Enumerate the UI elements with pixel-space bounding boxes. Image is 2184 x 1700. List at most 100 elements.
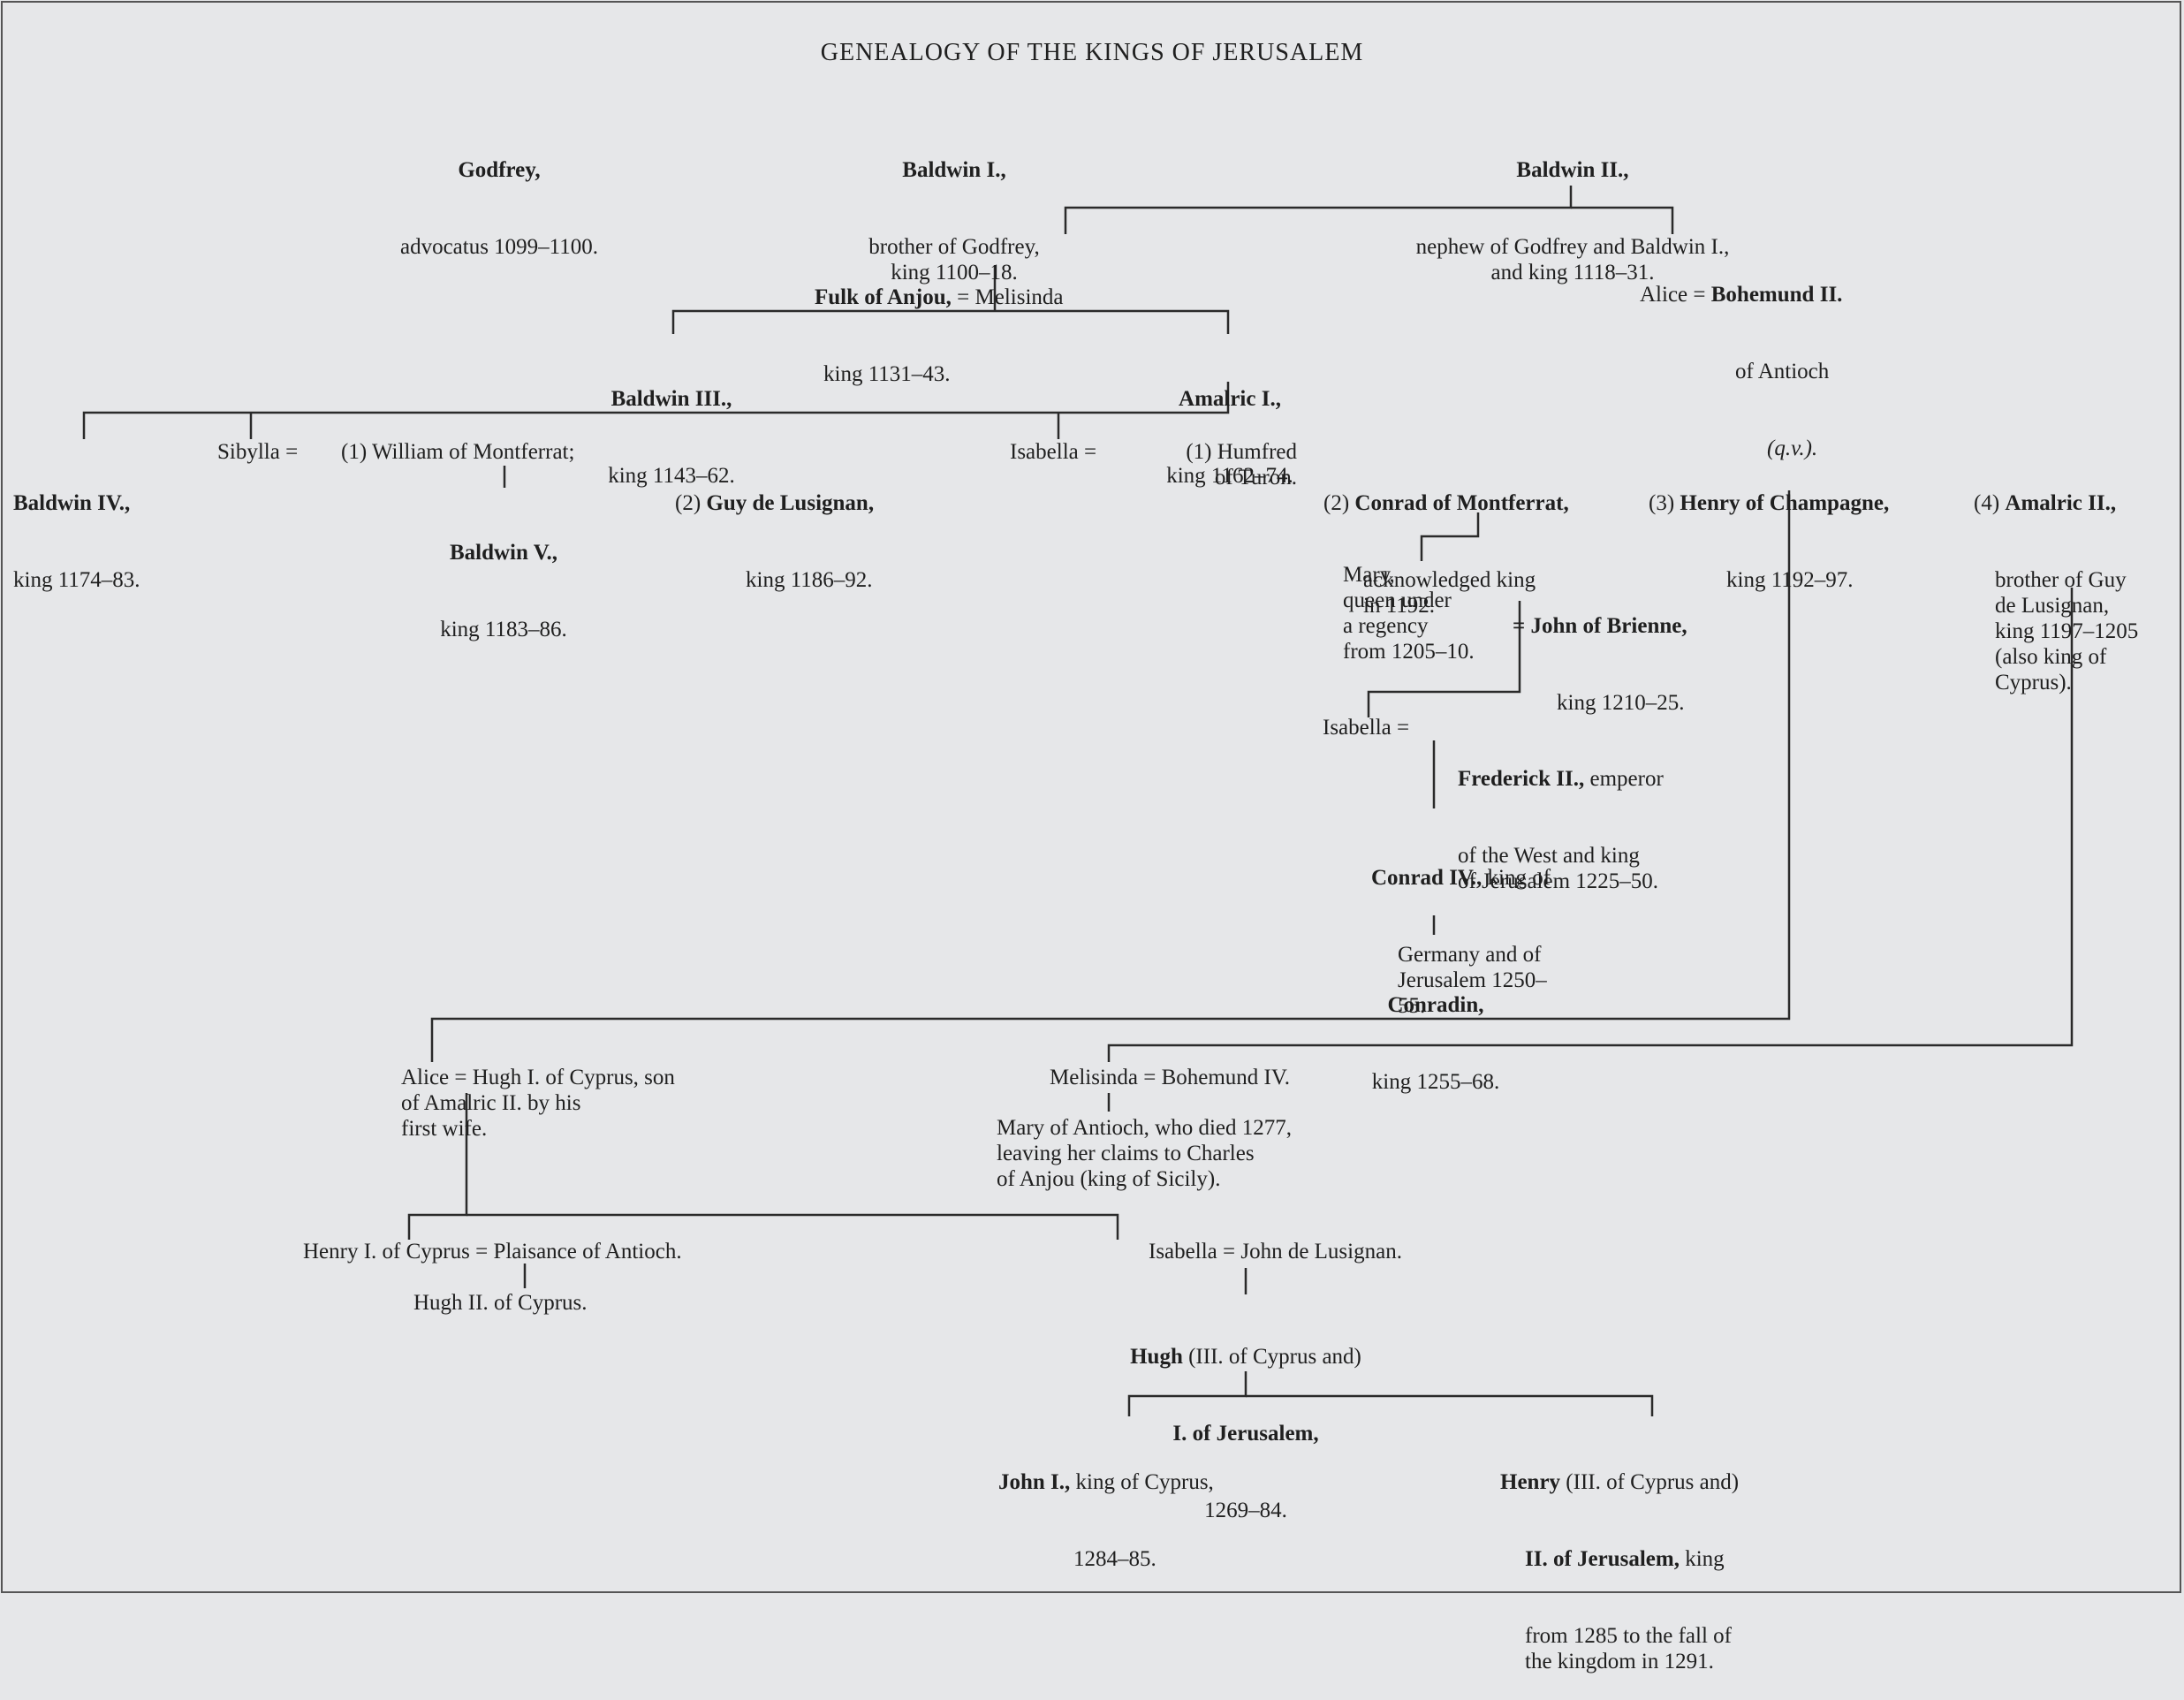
henry-champagne-name: Henry of Champagne, <box>1680 491 1890 515</box>
node-william: (1) William of Montferrat; <box>341 440 575 464</box>
conrad4-desc: Germany and of Jerusalem 1250– 55. <box>1398 943 1547 1018</box>
amalric1-name: Amalric I., <box>1179 387 1281 411</box>
line-to-henry2 <box>1246 1394 1654 1416</box>
node-frederick: Frederick II., emperor of the West and k… <box>1458 715 1664 920</box>
henry2-desc2: king <box>1679 1547 1725 1571</box>
node-alice-hugh1: Alice = Hugh I. of Cyprus, son of Amalri… <box>401 1066 675 1141</box>
node-john-brienne: = John of Brienne, king 1210–25. <box>1513 562 1687 741</box>
godfrey-desc: advocatus 1099–1100. <box>399 235 599 259</box>
henry2-name2: II. of Jerusalem, <box>1525 1547 1680 1571</box>
henry2-desc: from 1285 to the fall of the kingdom in … <box>1525 1624 1732 1673</box>
conrad-desc: acknowledged king in 1192. <box>1363 568 1536 618</box>
john1-desc1: king of Cyprus, <box>1070 1470 1214 1494</box>
amalric1-desc: king 1162–74. <box>1166 464 1293 488</box>
bohemund2-desc: of Antioch <box>1735 360 1830 383</box>
node-mary: Mary, queen under a regency from 1205–10… <box>1343 563 1475 664</box>
line-baldwin2-alice <box>1571 206 1674 234</box>
line-henry-champagne-children <box>430 490 1791 1062</box>
guy-name: Guy de Lusignan, <box>706 491 875 515</box>
baldwin3-desc: king 1143–62. <box>608 464 735 488</box>
node-baldwin5: Baldwin V., king 1183–86. <box>415 489 592 668</box>
baldwin3-name: Baldwin III., <box>610 387 732 411</box>
hugh3-name: Hugh <box>1130 1345 1183 1369</box>
conrad4-desc1: king of <box>1482 866 1551 890</box>
node-isabella2: Isabella = <box>1323 716 1410 740</box>
node-melisinda-bohemund4: Melisinda = Bohemund IV. <box>1050 1066 1290 1089</box>
node-conrad4: Conrad IV., king of Germany and of Jerus… <box>1371 814 1551 1044</box>
node-conradin: Conradin, king 1255–68. <box>1343 941 1528 1120</box>
line-amalric1-children <box>82 382 1230 439</box>
frederick-name: Frederick II., <box>1458 767 1585 791</box>
amalric2-prefix: (4) <box>1974 491 2006 515</box>
line-brienne-isabella <box>1367 601 1521 717</box>
amalric2-desc: brother of Guy de Lusignan, king 1197–12… <box>1995 568 2139 694</box>
guy-desc: king 1186–92. <box>746 568 873 592</box>
node-john1: John I., king of Cyprus, 1284–85. <box>998 1418 1214 1598</box>
baldwin2-desc: nephew of Godfrey and Baldwin I., and ki… <box>1415 235 1730 285</box>
line-baldwin2-children <box>1064 186 1573 234</box>
alice1-name: Alice <box>1640 283 1688 307</box>
hugh3-desc: 1269–84. <box>1204 1499 1287 1522</box>
conrad4-name: Conrad IV., <box>1371 866 1483 890</box>
node-amalric1: Amalric I., king 1162–74. <box>1141 335 1318 514</box>
node-baldwin1: Baldwin I., brother of Godfrey, king 110… <box>822 106 1087 311</box>
node-hugh3: Hugh (III. of Cyprus and) I. of Jerusale… <box>1078 1293 1414 1549</box>
node-isabella1: Isabella = <box>1010 440 1097 464</box>
henry-champagne-prefix: (3) <box>1649 491 1680 515</box>
chart-title: GENEALOGY OF THE KINGS OF JERUSALEM <box>820 39 1364 66</box>
node-isabella-lusignan: Isabella = John de Lusignan. <box>1149 1240 1402 1264</box>
baldwin5-desc: king 1183–86. <box>440 618 567 641</box>
conradin-name: Conradin, <box>1387 993 1484 1017</box>
hugh3-name2: I. of Jerusalem, <box>1172 1422 1319 1446</box>
henry2-name: Henry <box>1500 1470 1561 1494</box>
john1-name: John I., <box>998 1470 1071 1494</box>
bohemund2-name: Bohemund II. <box>1710 283 1843 307</box>
hugh3-desc1: (III. of Cyprus and) <box>1182 1345 1361 1369</box>
conrad-name: Conrad of Montferrat, <box>1354 491 1569 515</box>
baldwin1-desc: brother of Godfrey, king 1100–18. <box>868 235 1040 285</box>
node-baldwin2: Baldwin II., nephew of Godfrey and Baldw… <box>1352 106 1793 311</box>
node-baldwin4: Baldwin IV., king 1174–83. <box>13 439 140 619</box>
conradin-desc: king 1255–68. <box>1371 1070 1500 1094</box>
melisinda-name: = Melisinda <box>951 285 1064 309</box>
baldwin1-name: Baldwin I., <box>902 158 1006 182</box>
baldwin4-desc: king 1174–83. <box>13 568 140 592</box>
line-fulk-baldwin3 <box>671 309 1230 334</box>
fulk-desc: king 1131–43. <box>823 362 951 386</box>
line-hugh3-children <box>1127 1371 1247 1416</box>
conrad-prefix: (2) <box>1323 491 1355 515</box>
john1-desc: 1284–85. <box>1073 1547 1156 1571</box>
fulk-name: Fulk of Anjou, <box>815 285 952 309</box>
bohemund2-ref: (q.v.). <box>1767 436 1818 460</box>
node-henry1-cyprus: Henry I. of Cyprus = Plaisance of Antioc… <box>303 1240 682 1264</box>
node-guy: (2) Guy de Lusignan, king 1186–92. <box>675 439 874 619</box>
godfrey-name: Godfrey, <box>458 158 541 182</box>
node-fulk: Fulk of Anjou, = Melisinda king 1131–43. <box>815 233 1064 413</box>
node-conrad: (2) Conrad of Montferrat, acknowledged k… <box>1323 439 1569 644</box>
baldwin4-name: Baldwin IV., <box>13 491 131 515</box>
node-godfrey: Godfrey, advocatus 1099–1100. <box>349 106 649 285</box>
node-baldwin3: Baldwin III., king 1143–62. <box>583 335 760 514</box>
line-to-isabella3 <box>466 1213 1119 1240</box>
connector-lines <box>1 1 2181 1593</box>
line-alice-hugh-children <box>407 1093 468 1240</box>
amalric2-name: Amalric II., <box>2005 491 2117 515</box>
john-brienne-desc: king 1210–25. <box>1557 691 1685 715</box>
frederick-desc: of the West and king of Jerusalem 1225–5… <box>1458 844 1659 893</box>
line-amalric2-melisinda <box>1107 588 2074 1062</box>
node-henry2: Henry (III. of Cyprus and) II. of Jerusa… <box>1500 1418 1739 1700</box>
john-brienne-name: = John of Brienne, <box>1513 614 1687 638</box>
node-henry-champagne: (3) Henry of Champagne, king 1192–97. <box>1649 439 1889 619</box>
henry-champagne-desc: king 1192–97. <box>1726 568 1854 592</box>
baldwin5-name: Baldwin V., <box>449 541 558 565</box>
node-sibylla: Sibylla = <box>217 440 299 464</box>
frederick-desc1: emperor <box>1584 767 1664 791</box>
node-hugh2-cyprus: Hugh II. of Cyprus. <box>413 1291 588 1315</box>
line-conrad-mary <box>1420 512 1480 561</box>
node-alice-bohemund2: Alice = Bohemund II. of Antioch (q.v.). <box>1640 283 1843 460</box>
henry2-desc1: (III. of Cyprus and) <box>1560 1470 1740 1494</box>
page-border <box>1 1 2181 1593</box>
node-humfred: (1) Humfred of Turon. <box>1186 440 1297 490</box>
node-amalric2: (4) Amalric II., brother of Guy de Lusig… <box>1974 439 2138 721</box>
